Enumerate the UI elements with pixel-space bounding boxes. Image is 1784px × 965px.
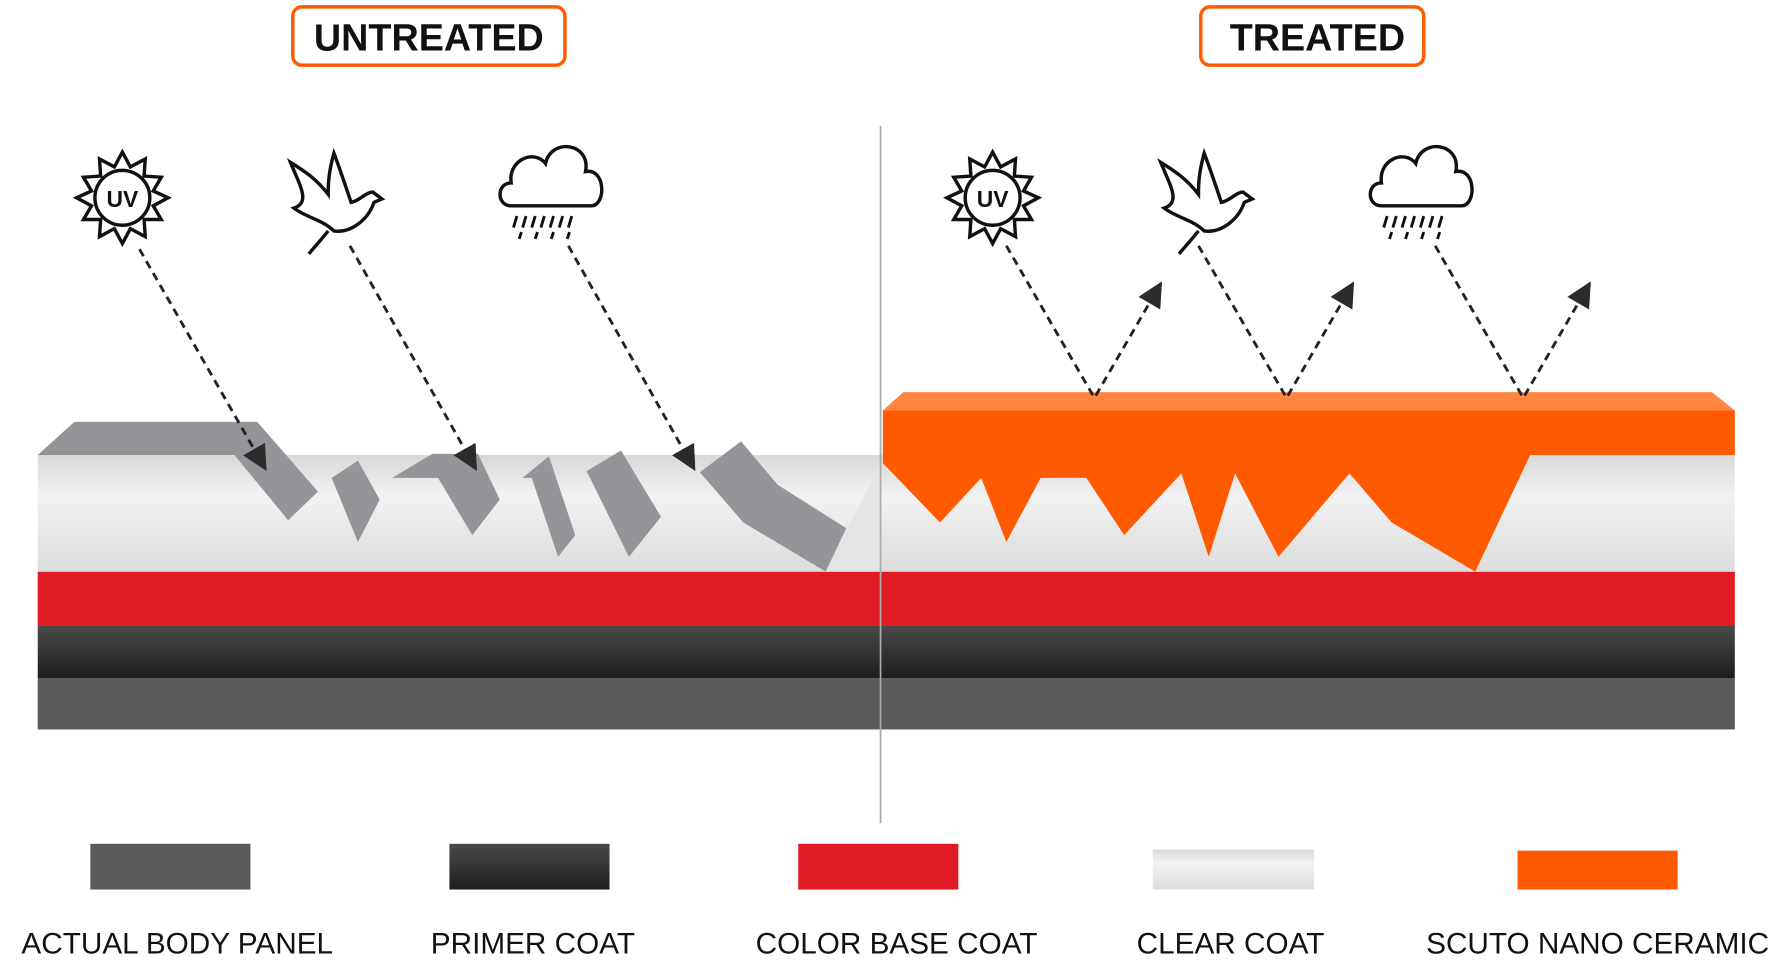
legend-item-clear-coat: CLEAR COAT <box>1137 849 1325 961</box>
bird-icon <box>1159 151 1254 256</box>
primer-layer <box>37 625 1735 679</box>
untreated-damage <box>37 421 881 572</box>
sun-uv-icon: UV <box>74 150 170 246</box>
svg-text:UV: UV <box>106 186 139 212</box>
sun-uv-icon: UV <box>945 150 1041 246</box>
svg-text:PRIMER COAT: PRIMER COAT <box>431 928 635 961</box>
untreated-arrows <box>138 245 696 471</box>
ceramic-coating <box>882 392 1735 572</box>
body-panel-layer <box>37 678 1735 730</box>
legend-item-primer: PRIMER COAT <box>431 843 635 961</box>
svg-text:ACTUAL BODY PANEL: ACTUAL BODY PANEL <box>21 928 333 961</box>
legend-item-base-coat: COLOR BASE COAT <box>756 843 1038 961</box>
untreated-header: UNTREATED <box>291 5 567 67</box>
svg-text:SCUTO NANO CERAMIC: SCUTO NANO CERAMIC <box>1426 928 1769 961</box>
svg-text:UV: UV <box>977 186 1010 212</box>
treated-reflection-arrows <box>1005 245 1591 401</box>
legend-item-body-panel: ACTUAL BODY PANEL <box>21 843 333 961</box>
legend: ACTUAL BODY PANEL PRIMER COAT COLOR BASE… <box>21 843 1769 961</box>
svg-text:CLEAR COAT: CLEAR COAT <box>1137 928 1325 961</box>
legend-item-ceramic: SCUTO NANO CERAMIC <box>1426 850 1769 961</box>
untreated-title: UNTREATED <box>314 16 544 58</box>
treated-header: TREATED <box>1199 5 1426 67</box>
rain-cloud-icon <box>498 144 604 241</box>
base-coat-layer <box>37 571 1735 626</box>
treated-title: TREATED <box>1230 16 1405 58</box>
rain-cloud-icon <box>1368 144 1474 241</box>
bird-icon <box>288 151 384 256</box>
svg-text:COLOR BASE COAT: COLOR BASE COAT <box>756 928 1038 961</box>
